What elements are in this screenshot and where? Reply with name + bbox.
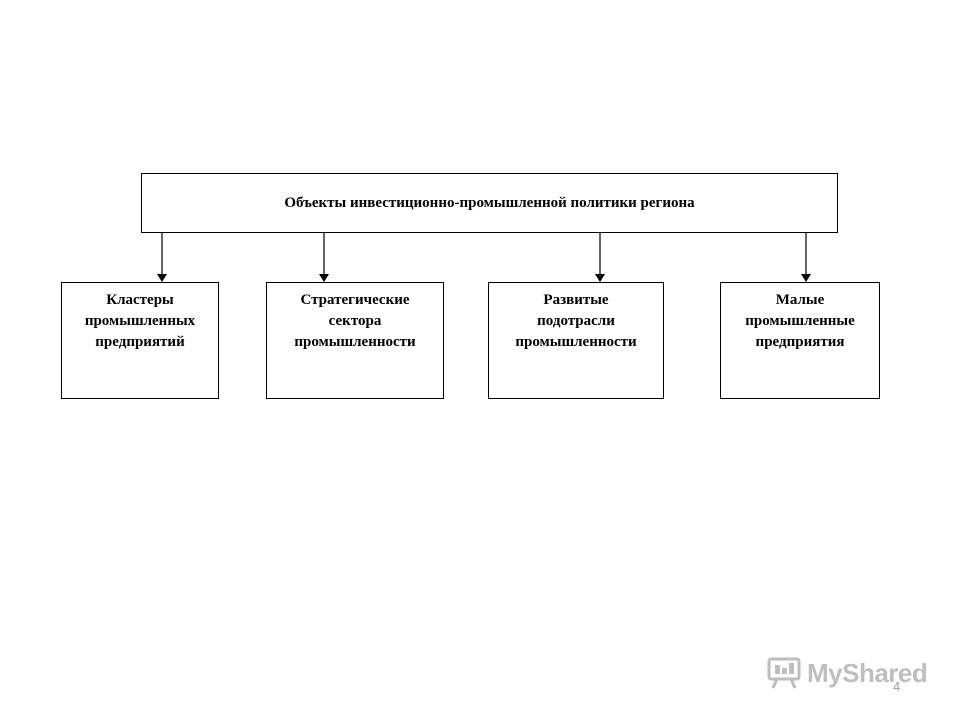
child-label-line: промышленности — [515, 334, 637, 350]
child-label-line: Малые — [775, 292, 825, 308]
root-label: Объекты инвестиционно-промышленной полит… — [284, 194, 695, 211]
watermark-text: MyShared — [807, 657, 928, 688]
child-label-line: предприятия — [755, 334, 845, 350]
child-box-developed-subsectors: Развитые подотрасли промышленности — [488, 282, 664, 399]
child-box-clusters: Кластеры промышленных предприятий — [61, 282, 219, 399]
child-label-line: Развитые — [543, 292, 609, 308]
child-label-line: сектора — [328, 313, 382, 329]
root-box: Объекты инвестиционно-промышленной полит… — [141, 173, 838, 233]
child-label-line: предприятий — [95, 334, 185, 350]
presentation-board-icon — [767, 657, 801, 689]
page-number: 4 — [893, 679, 901, 694]
child-box-strategic-sectors: Стратегические сектора промышленности — [266, 282, 444, 399]
child-label-line: Кластеры — [106, 292, 174, 308]
child-box-small-enterprises: Малые промышленные предприятия — [720, 282, 880, 399]
child-label-line: подотрасли — [537, 313, 615, 329]
child-label-line: промышленных — [84, 313, 196, 329]
watermark: MyShared — [767, 656, 928, 690]
child-label-line: промышленные — [745, 313, 855, 329]
child-label-line: Стратегические — [300, 292, 410, 308]
child-label-line: промышленности — [294, 334, 416, 350]
